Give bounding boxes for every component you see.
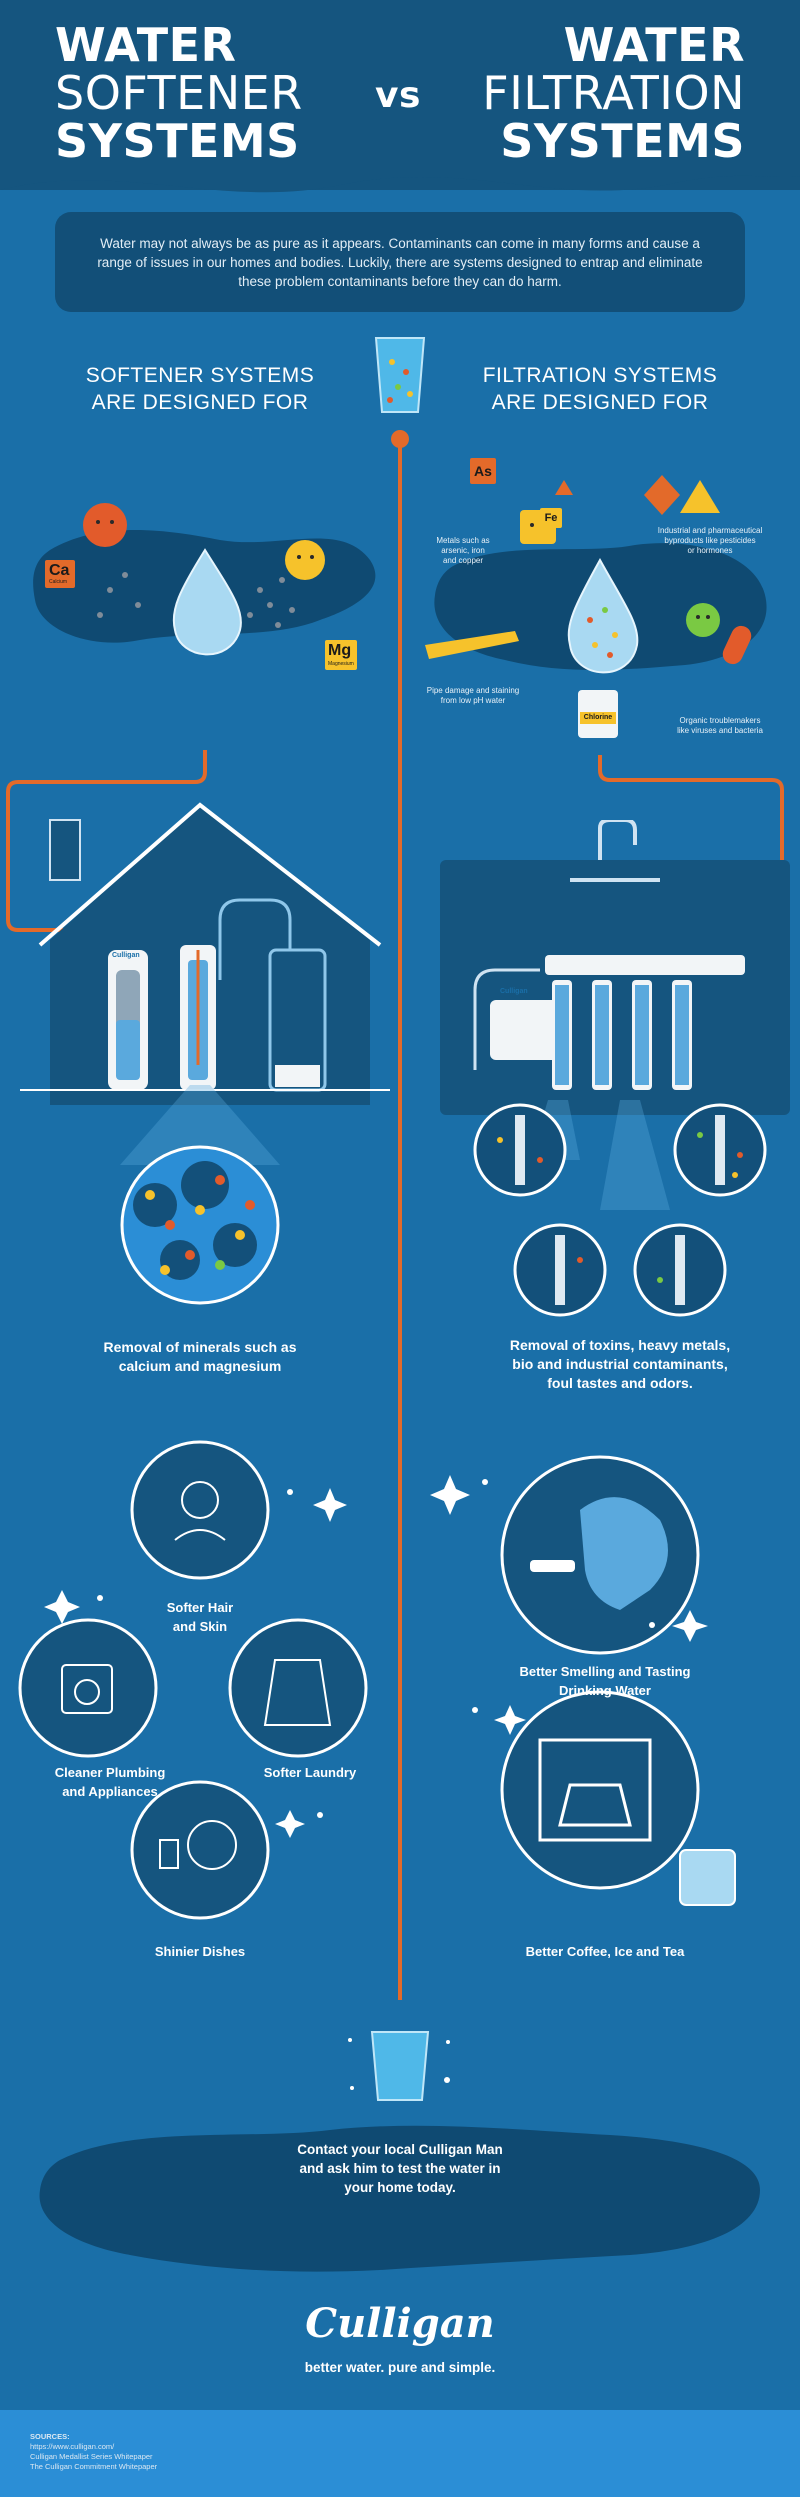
intro-box: Water may not always be as pure as it ap…: [55, 212, 745, 312]
ca-tile: Ca Calcium: [45, 560, 75, 588]
right-title-line3: SYSTEMS: [500, 114, 745, 168]
softener-magnifier: [120, 1085, 280, 1305]
benefit-drinking-l1: Better Smelling and Tasting: [519, 1664, 691, 1679]
fe-tile: Fe: [540, 508, 562, 528]
organic-note-l2: like viruses and bacteria: [677, 726, 763, 735]
vs-label: vs: [375, 75, 421, 116]
filtration-benefit-icons: [430, 1455, 736, 1906]
softener-heading-line1: SOFTENER SYSTEMS: [85, 364, 315, 387]
as-tile: As: [470, 458, 496, 484]
benefit-hair-l2: and Skin: [172, 1619, 228, 1634]
metals-note-l2: arsenic, iron: [441, 546, 485, 555]
filtration-heading: FILTRATION SYSTEMS ARE DESIGNED FOR: [455, 362, 745, 416]
cta-text: Contact your local Culligan Man and ask …: [240, 2140, 560, 2197]
header-wave: [0, 150, 800, 193]
benefit-drinking: Better Smelling and Tasting Drinking Wat…: [480, 1662, 730, 1700]
left-title-line3: SYSTEMS: [55, 114, 300, 168]
industrial-note-l1: Industrial and pharmaceutical: [657, 526, 763, 535]
industrial-note: Industrial and pharmaceutical byproducts…: [640, 526, 780, 556]
softener-house-illustration: [20, 802, 390, 1105]
benefit-plumbing-l1: Cleaner Plumbing: [54, 1765, 166, 1780]
cta-l2: and ask him to test the water in: [299, 2161, 501, 2176]
right-title-line1: WATER: [563, 18, 745, 72]
softener-removal-caption: Removal of minerals such as calcium and …: [40, 1338, 360, 1376]
ca-name: Calcium: [49, 579, 68, 585]
filtration-removal-l3: foul tastes and odors.: [547, 1375, 693, 1391]
chlorine-label: Chlorine: [580, 712, 616, 724]
benefit-drinking-l2: Drinking Water: [559, 1683, 651, 1698]
culligan-logo: Culligan: [305, 2300, 495, 2347]
cta-illustration: [39, 2031, 760, 2272]
sources-label: SOURCES:: [30, 2432, 70, 2441]
mg-name: Magnesium: [328, 661, 354, 667]
benefit-coffee: Better Coffee, Ice and Tea: [525, 1944, 685, 1959]
benefit-laundry: Softer Laundry: [263, 1765, 357, 1780]
glass-icon: [374, 337, 426, 413]
metals-note-l3: and copper: [442, 556, 484, 565]
organic-note-l1: Organic troublemakers: [679, 716, 761, 725]
filtration-sink-illustration: [440, 820, 790, 1115]
benefit-plumbing-l2: and Appliances: [62, 1784, 158, 1799]
filtration-magnifiers: [473, 1100, 767, 1317]
source-item: The Culligan Commitment Whitepaper: [30, 2462, 158, 2471]
filtration-removal-l1: Removal of toxins, heavy metals,: [509, 1337, 731, 1353]
pipe-note-l1: Pipe damage and staining: [426, 686, 520, 695]
softener-benefit-icons: [18, 1440, 368, 1920]
filtration-heading-line2: ARE DESIGNED FOR: [491, 391, 709, 414]
center-divider-line: [398, 440, 402, 2000]
flow-arrows: [6, 750, 784, 1002]
intro-text: Water may not always be as pure as it ap…: [97, 236, 703, 289]
organic-note: Organic troublemakers like viruses and b…: [660, 716, 780, 736]
softener-minerals-illustration: [33, 503, 376, 656]
mg-tile: Mg Magnesium: [325, 640, 357, 670]
softener-heading-line2: ARE DESIGNED FOR: [91, 391, 309, 414]
softener-removal-l1: Removal of minerals such as: [103, 1339, 297, 1355]
metals-note-l1: Metals such as: [436, 536, 490, 545]
sources: SOURCES: https://www.culligan.com/ Culli…: [30, 2432, 157, 2472]
source-item: Culligan Medallist Series Whitepaper: [30, 2452, 153, 2461]
industrial-note-l3: or hormones: [687, 546, 733, 555]
mg-symbol: Mg: [328, 642, 352, 659]
source-link[interactable]: https://www.culligan.com/: [30, 2442, 115, 2451]
tagline: better water. pure and simple.: [304, 2360, 496, 2375]
benefit-dishes: Shinier Dishes: [154, 1944, 246, 1959]
right-title-line2: FILTRATION: [482, 66, 745, 120]
cta-l3: your home today.: [344, 2180, 456, 2195]
filtration-heading-line1: FILTRATION SYSTEMS: [482, 364, 718, 387]
softener-unit-brand: Culligan: [112, 952, 140, 959]
softener-heading: SOFTENER SYSTEMS ARE DESIGNED FOR: [55, 362, 345, 416]
cta-l1: Contact your local Culligan Man: [297, 2142, 503, 2157]
divider-start-dot: [391, 430, 409, 448]
pipe-note-l2: from low pH water: [440, 696, 506, 705]
filtration-removal-l2: bio and industrial contaminants,: [512, 1356, 728, 1372]
filtration-removal-caption: Removal of toxins, heavy metals, bio and…: [460, 1336, 780, 1393]
sources-strip: [0, 2410, 800, 2497]
benefit-hair: Softer Hair and Skin: [130, 1598, 270, 1636]
metals-note: Metals such as arsenic, iron and copper: [418, 536, 508, 566]
benefit-plumbing: Cleaner Plumbing and Appliances: [20, 1763, 200, 1801]
chlorine-bottle: Chlorine: [578, 690, 618, 738]
benefit-hair-l1: Softer Hair: [166, 1600, 234, 1615]
filtration-contaminants-illustration: [425, 475, 767, 674]
filtration-unit-brand: Culligan: [500, 988, 528, 995]
ca-symbol: Ca: [49, 562, 70, 579]
left-title-line1: WATER: [55, 18, 237, 72]
softener-removal-l2: calcium and magnesium: [118, 1358, 282, 1374]
left-title-line2: SOFTENER: [55, 66, 303, 120]
industrial-note-l2: byproducts like pesticides: [664, 536, 756, 545]
pipe-note: Pipe damage and staining from low pH wat…: [418, 686, 528, 706]
